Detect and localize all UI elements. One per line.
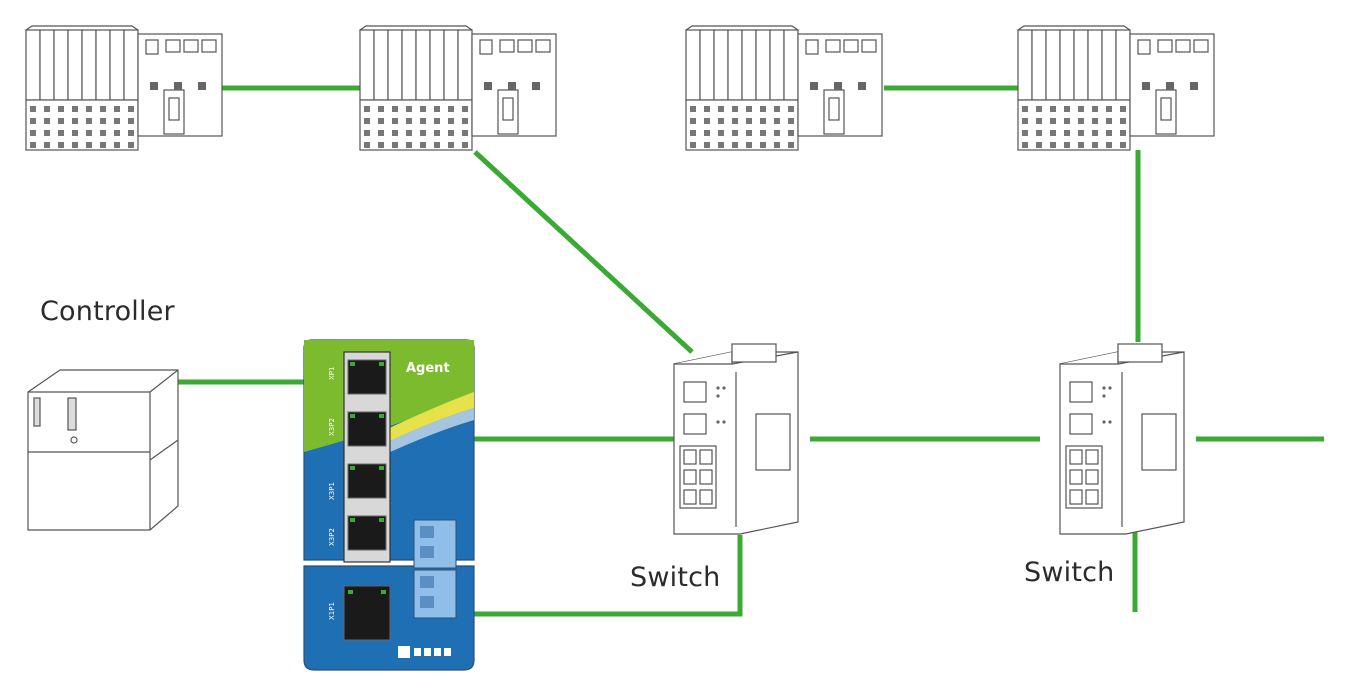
link-io2-switch1: [473, 150, 694, 354]
plc-controller-icon: [27, 369, 179, 531]
switch-label: Switch: [1024, 557, 1115, 588]
svg-text:X3P2: X3P2: [328, 528, 336, 546]
svg-text:XP1: XP1: [328, 367, 336, 380]
industrial-switch-icon: [673, 343, 799, 535]
io-module-icon: [359, 25, 557, 151]
controller-label: Controller: [40, 296, 175, 327]
svg-text:X3P2: X3P2: [328, 418, 336, 436]
switch-label: Switch: [630, 562, 721, 593]
io-module-icon: [25, 25, 223, 151]
svg-text:X1P1: X1P1: [328, 602, 336, 620]
io-module-icon: [685, 25, 883, 151]
svg-text:X3P1: X3P1: [328, 482, 336, 500]
network-agent-device-icon: XP1 X3P2 X3P1 X3P2 X1P1 Agent: [303, 339, 475, 671]
io-module-icon: [1017, 25, 1215, 151]
agent-label: Agent: [406, 361, 450, 376]
industrial-switch-icon: [1059, 343, 1185, 535]
link-switch1-agent-x1p1: [370, 535, 743, 617]
